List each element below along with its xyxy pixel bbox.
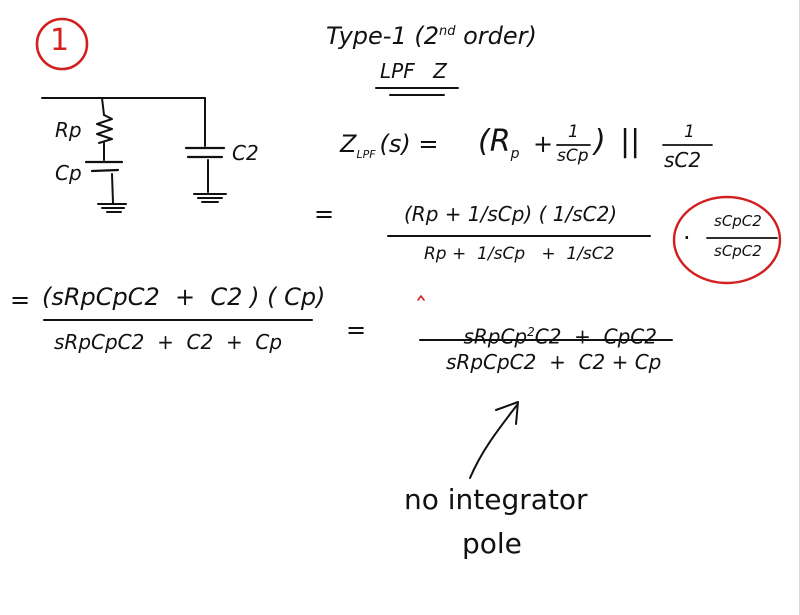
title-line-1-text: Type-1 (2	[326, 22, 439, 50]
eq1-parallel: ||	[620, 124, 641, 159]
red-tick-mark	[417, 295, 425, 301]
annotation-line-1: no integrator	[404, 483, 588, 516]
capacitor-cp-plate-bottom	[90, 168, 120, 173]
eq2-denominator: Rp + 1/sCp + 1/sC2	[424, 244, 615, 264]
eq1-lhs-subscript: LPF	[356, 147, 376, 161]
eq3-equals-left: =	[10, 286, 31, 314]
annotation-arrow-head	[495, 401, 519, 425]
eq3-numerator-right: sRpCp2C2 + CpC2	[438, 306, 657, 367]
eq1-lhs-arg: (s) =	[379, 130, 439, 158]
eq1-plus: +	[533, 130, 554, 158]
eq1-term-close: )	[594, 124, 606, 159]
label-cp: Cp	[55, 161, 82, 185]
multiplier-denominator: sCpC2	[714, 242, 762, 260]
eq2-equals: =	[314, 200, 335, 228]
eq1-rp-subscript: p	[510, 146, 520, 162]
eq3-num2-b: C2 + CpC2	[534, 324, 657, 349]
eq1-frac2-den: sC2	[664, 148, 702, 172]
eq1-lhs: ZLPF(s) =	[340, 132, 439, 160]
annotation-line-2: pole	[462, 527, 522, 560]
resistor-rp-zigzag	[96, 114, 113, 144]
eq1-lhs-z: Z	[340, 130, 357, 158]
title-line-1: Type-1 (2nd order)	[326, 24, 537, 48]
circuit-left-branch-wire	[101, 97, 105, 116]
page-number: 1	[50, 23, 70, 58]
eq3-numerator-left: (sRpCpC2 + C2 ) ( Cp)	[42, 283, 326, 311]
title-line-1-superscript: nd	[438, 24, 456, 39]
eq1-frac1-num: 1	[568, 122, 579, 142]
title-line-2: LPF Z	[380, 59, 447, 83]
circuit-cp-ground-wire	[111, 173, 114, 204]
eq3-equals-mid: =	[346, 316, 367, 344]
eq1-frac1-den: sCp	[557, 146, 589, 166]
eq3-num2-superscript: 2	[527, 325, 535, 339]
eq3-denominator-left: sRpCpC2 + C2 + Cp	[54, 330, 283, 354]
eq3-denominator-right: sRpCpC2 + C2 + Cp	[446, 350, 662, 374]
eq2-dot: ·	[683, 224, 691, 252]
eq3-num2-a: sRpCp	[463, 324, 528, 349]
title-line-1-end: order)	[455, 22, 537, 50]
annotation-arrow-shaft	[469, 404, 518, 479]
label-rp: Rp	[55, 118, 82, 142]
page-number-circle	[35, 17, 89, 71]
eq1-rp: (R	[478, 124, 511, 159]
multiplier-circle	[672, 195, 782, 285]
eq1-frac2-num: 1	[684, 122, 695, 142]
eq2-numerator: (Rp + 1/sCp) ( 1/sC2)	[404, 202, 618, 226]
multiplier-numerator: sCpC2	[714, 212, 762, 230]
eq1-term-open: (Rp	[478, 124, 520, 162]
label-c2: C2	[232, 141, 259, 165]
